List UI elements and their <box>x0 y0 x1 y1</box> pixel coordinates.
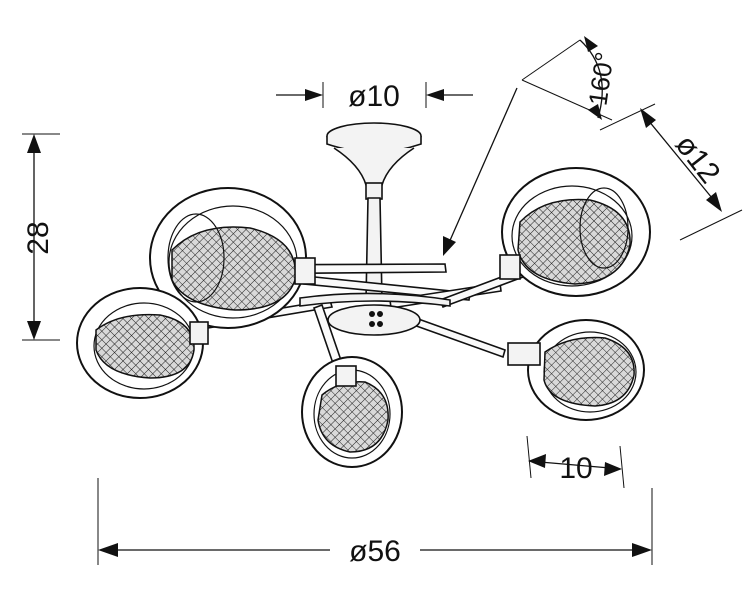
total-diameter-dimension: ø56 <box>97 478 653 568</box>
globe-shade-upper-left <box>149 187 316 329</box>
height-label: 28 <box>22 221 55 254</box>
center-hub <box>299 292 451 336</box>
globe-shade-right <box>507 319 645 421</box>
height-dimension: 28 <box>22 133 60 341</box>
ceiling-canopy <box>326 122 422 200</box>
lamp-illustration <box>76 122 651 468</box>
angle-dimension: 160° <box>443 36 620 256</box>
globe-depth-dimension: 10 <box>526 435 625 489</box>
angle-label: 160° <box>582 50 619 107</box>
globe-shade-left <box>76 287 209 399</box>
globe-depth-label: 10 <box>559 452 592 485</box>
canopy-diameter-dimension: ø10 <box>276 80 473 113</box>
total-diameter-label: ø56 <box>349 535 401 568</box>
globe-diameter-label: ø12 <box>669 129 727 190</box>
canopy-diameter-label: ø10 <box>348 80 400 113</box>
globe-shade-bottom <box>301 356 403 468</box>
globe-shade-upper-right <box>499 167 651 297</box>
